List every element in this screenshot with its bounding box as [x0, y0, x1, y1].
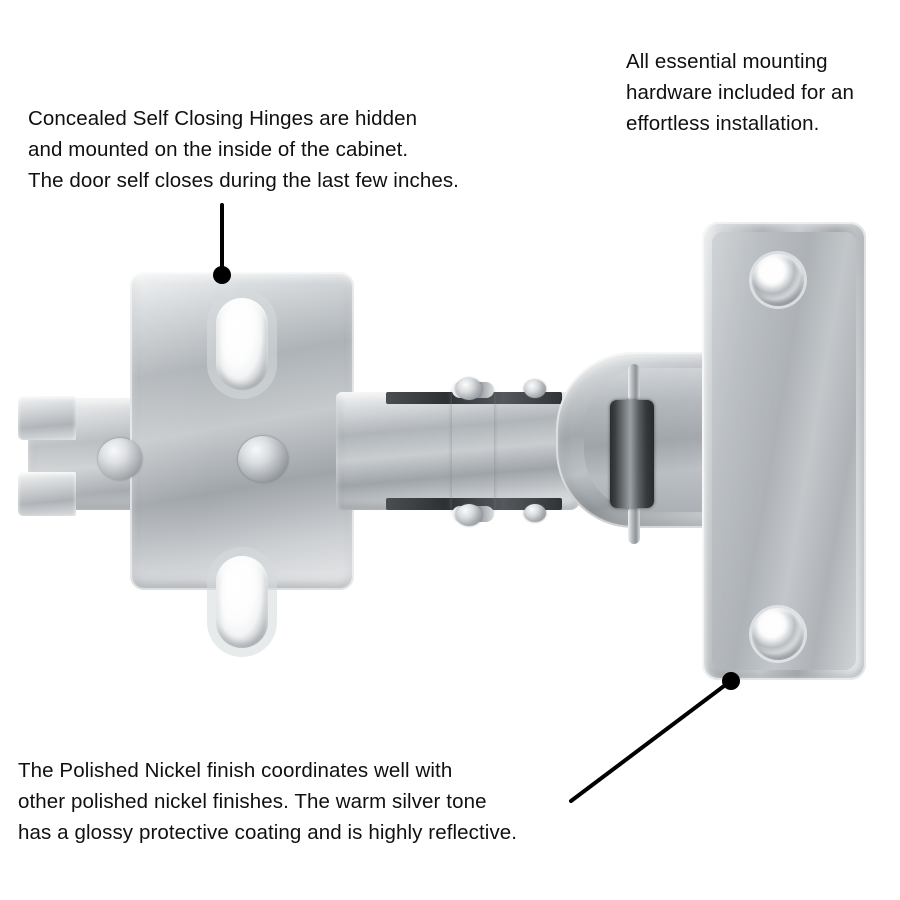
plate-end-tab-bottom [18, 472, 76, 516]
hinge-cup-rod-top [628, 364, 640, 402]
pivot-stud-2 [456, 504, 482, 526]
annotation-line: The Polished Nickel finish coordinates w… [18, 759, 453, 782]
plate-end-tab-top [18, 396, 76, 440]
annotation-line: other polished nickel finishes. The warm… [18, 790, 487, 813]
annotation-line: effortless installation. [626, 112, 820, 135]
annotation-polished-nickel-finish: The Polished Nickel finish coordinates w… [18, 755, 517, 848]
screw-hole-bottom [752, 608, 804, 660]
annotation-line: Concealed Self Closing Hinges are hidden [28, 107, 418, 130]
annotation-line: All essential mounting [626, 50, 828, 73]
annotation-line: has a glossy protective coating and is h… [18, 821, 518, 844]
pivot-stud-4 [524, 504, 546, 522]
pivot-stud-3 [524, 380, 546, 398]
hinge-arm [336, 392, 580, 510]
adjustment-screw-center [238, 436, 288, 482]
hinge-spring-pin [610, 400, 654, 508]
annotation-concealed-hinges: Concealed Self Closing Hinges are hidden… [28, 103, 459, 196]
annotation-line: and mounted on the inside of the cabinet… [28, 138, 409, 161]
oval-mounting-slot-bottom [216, 556, 268, 648]
screw-hole-top [752, 254, 804, 306]
pivot-barrel [452, 386, 494, 516]
hinge-cup-rod-bottom [628, 506, 640, 544]
pivot-stud-1 [456, 378, 482, 400]
annotation-mounting-hardware: All essential mounting hardware included… [626, 46, 854, 139]
annotation-line: The door self closes during the last few… [28, 169, 459, 192]
annotation-line: hardware included for an [626, 81, 855, 104]
adjustment-screw-left [98, 438, 142, 480]
oval-mounting-slot-top [216, 298, 268, 390]
